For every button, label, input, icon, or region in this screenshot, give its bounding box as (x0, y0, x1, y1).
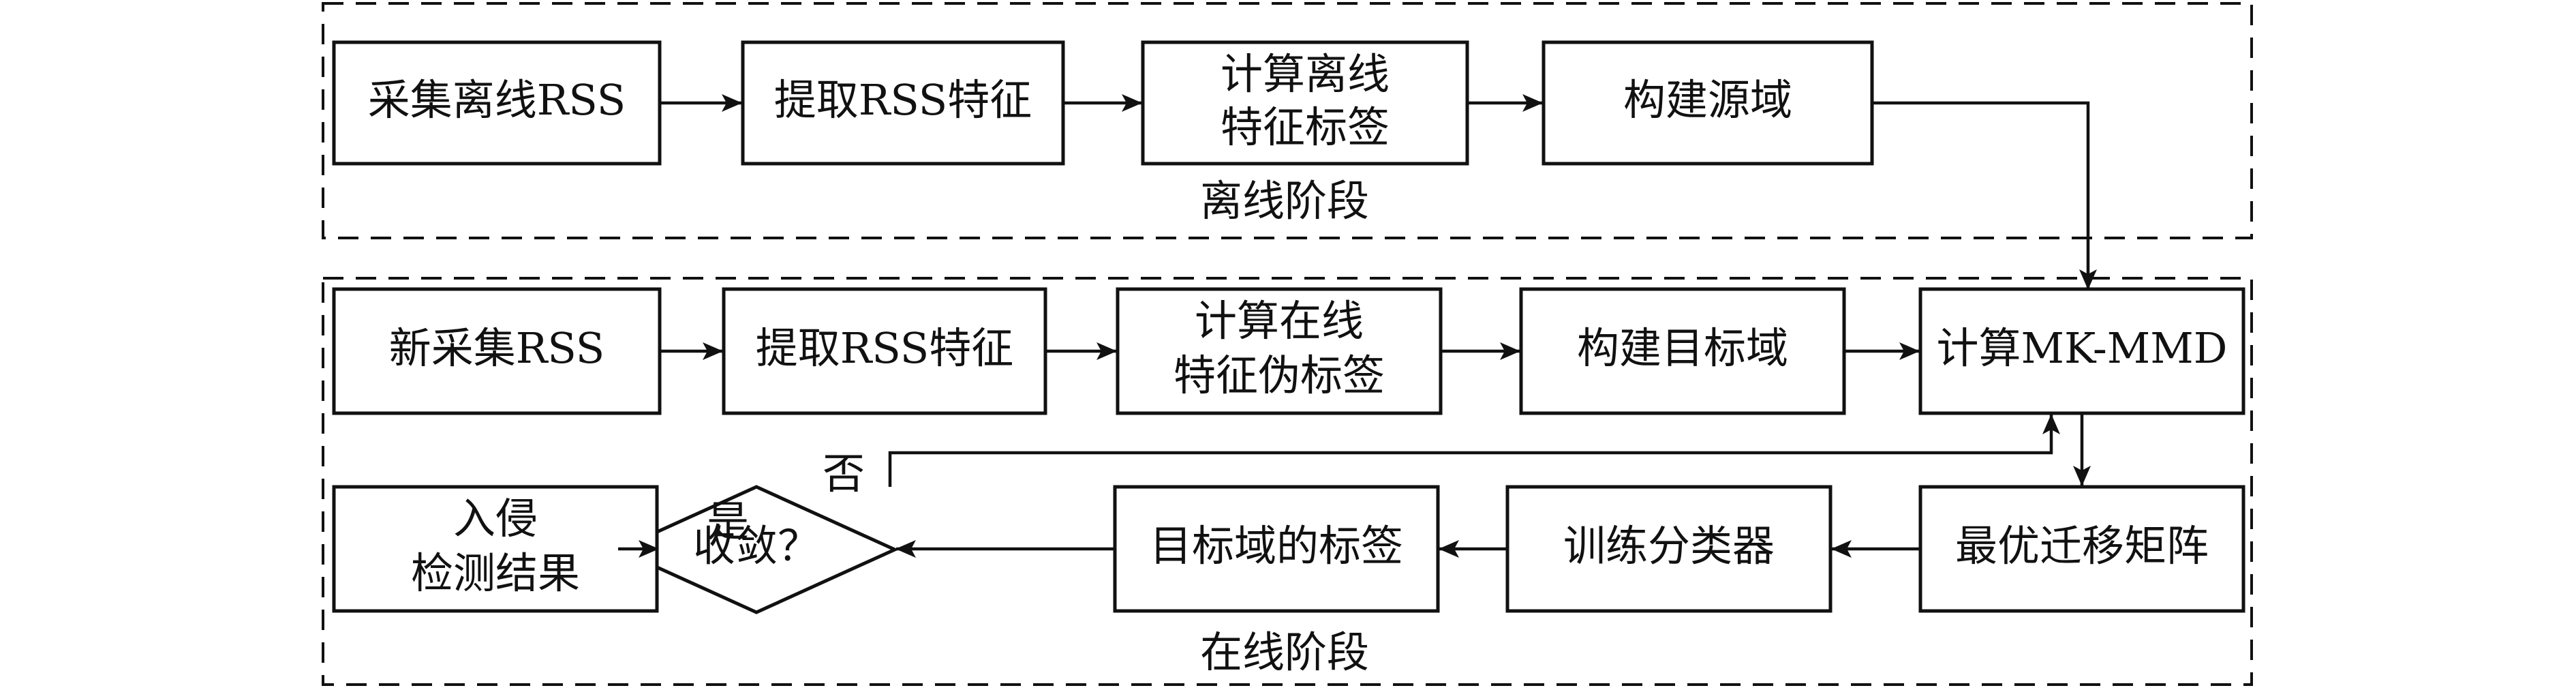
online-collect-rss-label: 新采集RSS (389, 323, 605, 373)
compute-mkmmd-box (1918, 287, 2245, 415)
offline-feature-labels-line2: 特征标签 (1221, 102, 1390, 152)
online-stage-frame (322, 277, 2253, 686)
arrow-source-to-mkmmd (1872, 101, 2097, 290)
online-extract-features-label: 提取RSS特征 (756, 323, 1014, 373)
arrow-decision-no-loop-to-mkmmd (888, 414, 2060, 487)
build-source-domain-box (1542, 40, 1874, 166)
online-stage-label: 在线阶段 (1200, 627, 1369, 677)
decision-yes-label: 是 (707, 496, 749, 546)
optimal-transfer-matrix-box (1918, 485, 2245, 613)
offline-feature-labels-box (1141, 40, 1469, 166)
target-domain-labels-box (1113, 485, 1440, 613)
online-collect-rss-box (332, 287, 662, 415)
intrusion-result-line2: 检测结果 (411, 548, 580, 598)
convergence-decision-diamond (613, 485, 900, 614)
offline-collect-rss-label: 采集离线RSS (368, 75, 626, 125)
offline-stage-label: 离线阶段 (1200, 176, 1369, 226)
online-pseudo-labels-line1: 计算在线 (1195, 296, 1364, 346)
offline-feature-labels-line1: 计算离线 (1221, 49, 1390, 99)
train-classifier-box (1505, 485, 1833, 613)
target-domain-labels-label: 目标域的标签 (1150, 521, 1403, 571)
offline-extract-features-label: 提取RSS特征 (774, 75, 1032, 125)
intrusion-result-line1: 入侵 (453, 494, 538, 543)
optimal-transfer-matrix-label: 最优迁移矩阵 (1955, 521, 2209, 571)
offline-extract-features-box (741, 40, 1065, 166)
build-target-domain-label: 构建目标域 (1577, 323, 1788, 373)
offline-collect-rss-box (332, 40, 662, 166)
compute-mkmmd-label: 计算MK-MMD (1937, 323, 2228, 373)
build-source-domain-label: 构建源域 (1623, 75, 1792, 125)
intrusion-result-box (332, 485, 659, 613)
convergence-decision-label: 收敛？ (693, 521, 820, 571)
decision-no-label: 否 (823, 449, 865, 498)
train-classifier-label: 训练分类器 (1563, 521, 1775, 571)
online-pseudo-labels-box (1116, 287, 1443, 415)
online-pseudo-labels-line2: 特征伪标签 (1174, 350, 1385, 400)
offline-stage-frame (322, 2, 2253, 239)
